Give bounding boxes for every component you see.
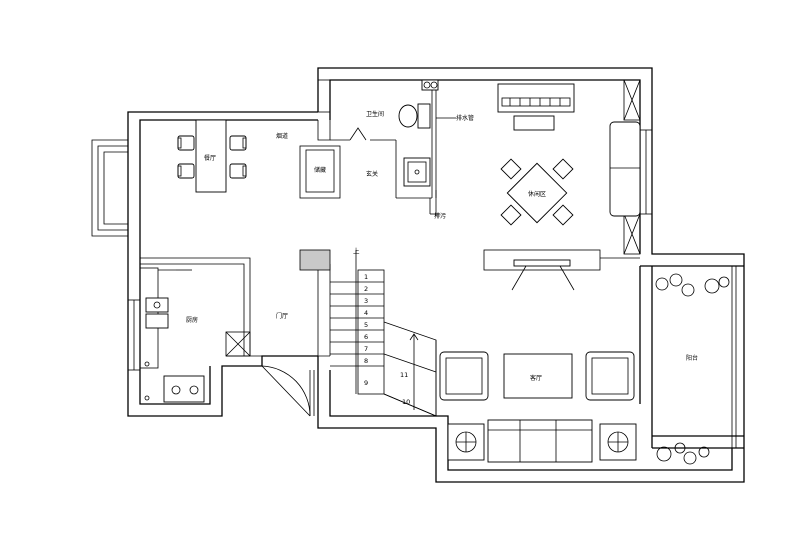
window-right [317, 79, 653, 255]
window-kitchen [127, 299, 141, 371]
room-label-bathroom: 卫生间 [366, 110, 384, 118]
stair-step-label: 8 [364, 357, 368, 365]
room-label-entry: 玄关 [366, 170, 378, 178]
note-pipe-c: 烟道 [276, 132, 288, 140]
stair-step-label: 6 [364, 333, 368, 341]
stair-step-label: 9 [364, 379, 368, 387]
bathroom-fixtures [349, 79, 456, 141]
kitchen-fixtures [139, 267, 205, 403]
terrace-railing [731, 266, 737, 448]
room-label-storage: 储藏 [314, 166, 326, 174]
bay-window [91, 139, 128, 237]
stair-step-label: 10 [402, 398, 410, 406]
entry-door [261, 365, 315, 417]
side-sofa [609, 121, 641, 217]
stair-up-label: 上 [353, 246, 360, 255]
piano [497, 83, 575, 131]
room-labels: 餐厅 卫生间 储藏 玄关 休闲区 厨房 门厅 客厅 阳台 排水管 排污 烟道 [186, 110, 698, 382]
note-pipe-a: 排水管 [456, 114, 474, 122]
tea-table-set [500, 158, 574, 226]
room-label-dining: 餐厅 [204, 154, 216, 162]
stair-step-label: 3 [364, 297, 368, 305]
wash-basin [403, 157, 440, 215]
room-label-foyer: 门厅 [276, 312, 288, 320]
dining-table-set [177, 119, 247, 193]
tv-cabinet [511, 259, 575, 291]
stair-step-label: 11 [400, 371, 408, 379]
stair-step-label: 7 [364, 345, 368, 353]
room-label-kitchen: 厨房 [186, 316, 198, 324]
room-label-tea-area: 休闲区 [528, 190, 546, 198]
stair-step-label: 4 [364, 309, 368, 317]
terrace-plants [655, 273, 730, 465]
stair-step-label: 2 [364, 285, 368, 293]
structural-column [299, 249, 331, 271]
room-label-living: 客厅 [530, 374, 542, 382]
room-label-terrace: 阳台 [686, 354, 698, 362]
stair-step-label: 5 [364, 321, 368, 329]
living-sofa-set [439, 351, 637, 463]
note-pipe-b: 排污 [434, 212, 446, 220]
staircase: 上 1 2 3 4 5 6 7 8 9 10 11 [330, 246, 437, 417]
stair-step-label: 1 [364, 273, 368, 281]
